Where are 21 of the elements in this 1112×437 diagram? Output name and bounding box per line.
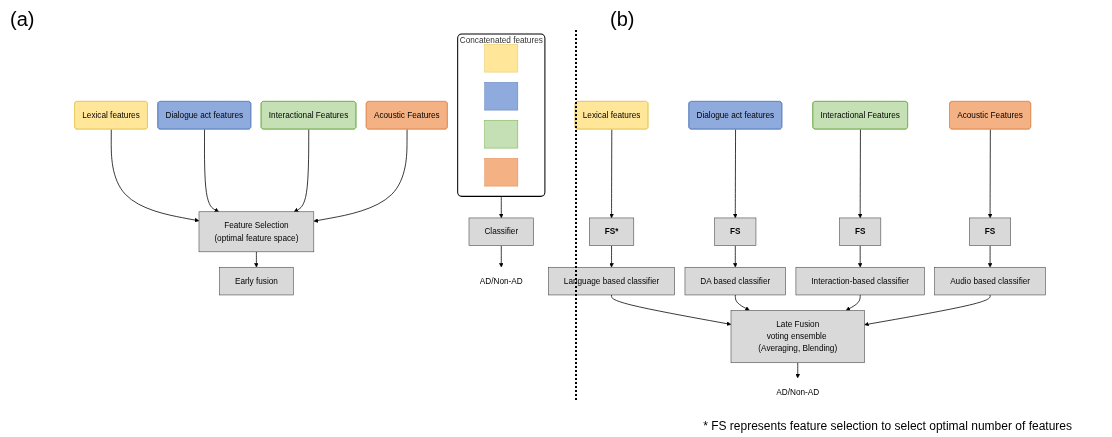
node-box	[484, 158, 519, 187]
node-box: DA based classifier	[684, 267, 786, 296]
node-box: Feature Selection (optimal feature space)	[198, 211, 315, 253]
node-text: AD/Non-AD	[776, 387, 820, 397]
node-box: FS	[839, 217, 882, 246]
panel-label: (b)	[610, 8, 635, 31]
node-box: Audio based classifier	[934, 267, 1046, 296]
node-text: AD/Non-AD	[479, 276, 523, 286]
node-box	[484, 82, 519, 111]
footnote: * FS represents feature selection to select optimal number of features	[703, 419, 1072, 433]
node-box: FS	[969, 217, 1011, 246]
node-box: FS*	[589, 217, 635, 246]
node-box: Interaction-based classifier	[795, 267, 925, 296]
panel-label: (a)	[10, 8, 35, 31]
node-box: Late Fusion voting ensemble (Averaging, Blending)	[730, 310, 865, 363]
node-box: Classifier	[468, 217, 534, 246]
cluster: Concatenated features	[457, 33, 546, 197]
node-box	[484, 44, 519, 73]
node-box: Early fusion	[219, 267, 294, 296]
node-box: FS	[714, 217, 757, 246]
node-box	[484, 120, 519, 149]
